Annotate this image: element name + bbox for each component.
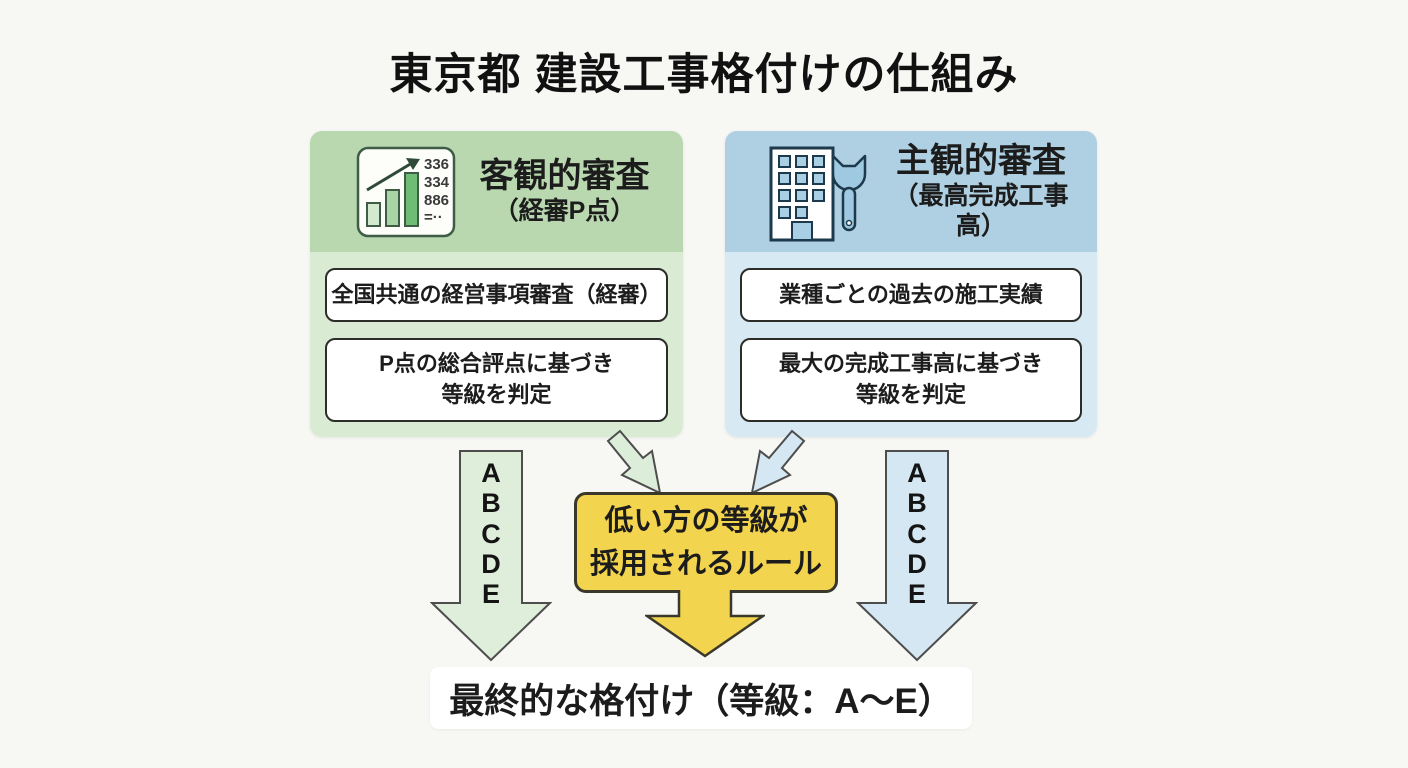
page-title: 東京都 建設工事格付けの仕組み bbox=[389, 51, 1019, 99]
subjective-grade-letters: A B C D E bbox=[856, 460, 978, 608]
subjective-card-body: 業種ごとの過去の施工実績 最大の完成工事高に基づき 等級を判定 bbox=[725, 252, 1097, 437]
subjective-item-1-text: 業種ごとの過去の施工実績 bbox=[779, 281, 1043, 307]
svg-text:336: 336 bbox=[424, 156, 449, 173]
objective-card-body: 全国共通の経営事項審査（経審） P点の総合評点に基づき 等級を判定 bbox=[310, 252, 683, 437]
grade-letter: B bbox=[907, 488, 927, 519]
bar-chart-score-icon: 336 334 886 =·· bbox=[356, 146, 456, 238]
svg-text:334: 334 bbox=[424, 174, 450, 191]
subjective-item-2-line2: 等級を判定 bbox=[855, 382, 966, 407]
grade-letter: D bbox=[907, 548, 927, 579]
grade-letter: E bbox=[907, 579, 926, 609]
objective-card-heading: 客観的審査 （経審P点） bbox=[456, 157, 683, 226]
objective-to-rule-arrow bbox=[598, 428, 664, 498]
objective-card-header: 336 334 886 =·· 客観的審査 （経審P点） bbox=[310, 131, 683, 252]
svg-text:886: 886 bbox=[424, 192, 449, 209]
objective-card-subtitle: （経審P点） bbox=[493, 197, 636, 226]
svg-text:=··: =·· bbox=[424, 209, 443, 226]
rule-line1: 低い方の等級が bbox=[604, 505, 808, 538]
subjective-card-header: 主観的審査 （最高完成工事高） bbox=[725, 131, 1097, 252]
building-wrench-icon bbox=[763, 142, 875, 242]
objective-grade-arrow: A B C D E bbox=[430, 450, 552, 662]
objective-item-1-text: 全国共通の経営事項審査（経審） bbox=[331, 281, 662, 307]
objective-card-title: 客観的審査 bbox=[479, 156, 650, 195]
grade-letter: C bbox=[481, 518, 501, 549]
subjective-item-1: 業種ごとの過去の施工実績 bbox=[740, 268, 1082, 322]
rule-to-final-arrow bbox=[642, 590, 768, 660]
grade-letter: E bbox=[481, 579, 500, 609]
subjective-review-card: 主観的審査 （最高完成工事高） 業種ごとの過去の施工実績 最大の完成工事高に基づ… bbox=[725, 131, 1097, 437]
objective-review-card: 336 334 886 =·· 客観的審査 （経審P点） 全国共通の経営事項審査… bbox=[310, 131, 683, 437]
final-rating-box: 最終的な格付け（等級：A〜E） bbox=[430, 667, 972, 729]
subjective-item-2-line1: 最大の完成工事高に基づき bbox=[778, 351, 1043, 377]
subjective-item-2: 最大の完成工事高に基づき 等級を判定 bbox=[740, 338, 1082, 422]
subjective-to-rule-arrow bbox=[748, 428, 814, 498]
grade-letter: A bbox=[907, 458, 927, 488]
subjective-card-title: 主観的審査 bbox=[896, 141, 1066, 180]
objective-item-1: 全国共通の経営事項審査（経審） bbox=[325, 268, 668, 322]
subjective-card-subtitle: （最高完成工事高） bbox=[893, 182, 1069, 241]
objective-grade-letters: A B C D E bbox=[430, 460, 552, 608]
objective-item-2: P点の総合評点に基づき 等級を判定 bbox=[325, 338, 668, 422]
subjective-card-heading: 主観的審査 （最高完成工事高） bbox=[875, 142, 1097, 241]
final-rating-text: 最終的な格付け（等級：A〜E） bbox=[449, 681, 953, 721]
objective-item-2-line1: P点の総合評点に基づき bbox=[379, 351, 614, 377]
rule-line2: 採用されるルール bbox=[589, 547, 822, 580]
lower-grade-rule-box: 低い方の等級が 採用されるルール bbox=[574, 492, 838, 593]
grade-letter: A bbox=[481, 458, 501, 488]
grade-letter: D bbox=[481, 548, 501, 579]
grade-letter: B bbox=[481, 488, 501, 519]
subjective-grade-arrow: A B C D E bbox=[856, 450, 978, 662]
grade-letter: C bbox=[907, 518, 927, 549]
objective-item-2-line2: 等級を判定 bbox=[441, 382, 552, 407]
